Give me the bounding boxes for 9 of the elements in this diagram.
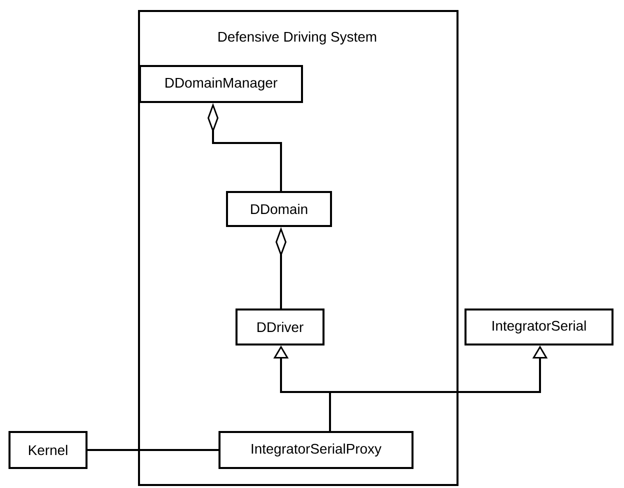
boundary-title: Defensive Driving System — [218, 32, 376, 44]
class-box: DDomainManager — [139, 65, 303, 103]
system-boundary — [138, 10, 458, 486]
class-box: IntegratorSerial — [464, 308, 614, 346]
class-box: IntegratorSerialProxy — [218, 431, 414, 469]
class-box: DDomain — [226, 191, 332, 227]
class-box: DDriver — [236, 308, 324, 346]
association-line — [88, 449, 218, 451]
class-box: Kernel — [8, 431, 88, 469]
